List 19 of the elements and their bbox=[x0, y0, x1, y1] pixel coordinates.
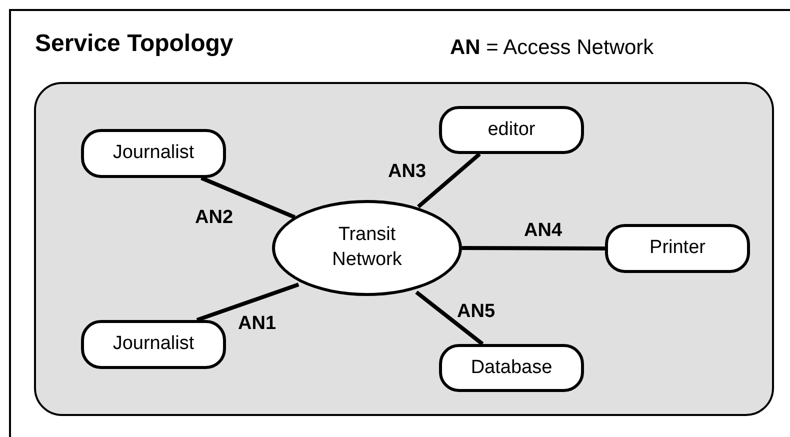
link-line bbox=[200, 176, 296, 220]
edge-label: AN5 bbox=[457, 302, 496, 321]
endpoint-box: Journalist bbox=[81, 320, 226, 369]
link-line bbox=[196, 282, 300, 322]
endpoint-box: Printer bbox=[605, 224, 750, 273]
endpoint-box: editor bbox=[439, 106, 584, 154]
legend-note: AN = Access Network bbox=[450, 35, 654, 61]
endpoint-box: Database bbox=[439, 344, 584, 392]
link-line bbox=[417, 152, 481, 208]
edge-label: AN2 bbox=[195, 208, 234, 227]
link-line bbox=[415, 290, 484, 346]
network-panel bbox=[34, 82, 774, 416]
edge-label: AN4 bbox=[524, 221, 562, 240]
diagram-title: Service Topology bbox=[35, 29, 234, 59]
link-line bbox=[462, 246, 605, 250]
edge-label: AN1 bbox=[238, 314, 276, 333]
edge-label: AN3 bbox=[388, 162, 426, 181]
network-ellipse: Transit Network bbox=[272, 200, 462, 296]
endpoint-box: Journalist bbox=[81, 129, 226, 178]
